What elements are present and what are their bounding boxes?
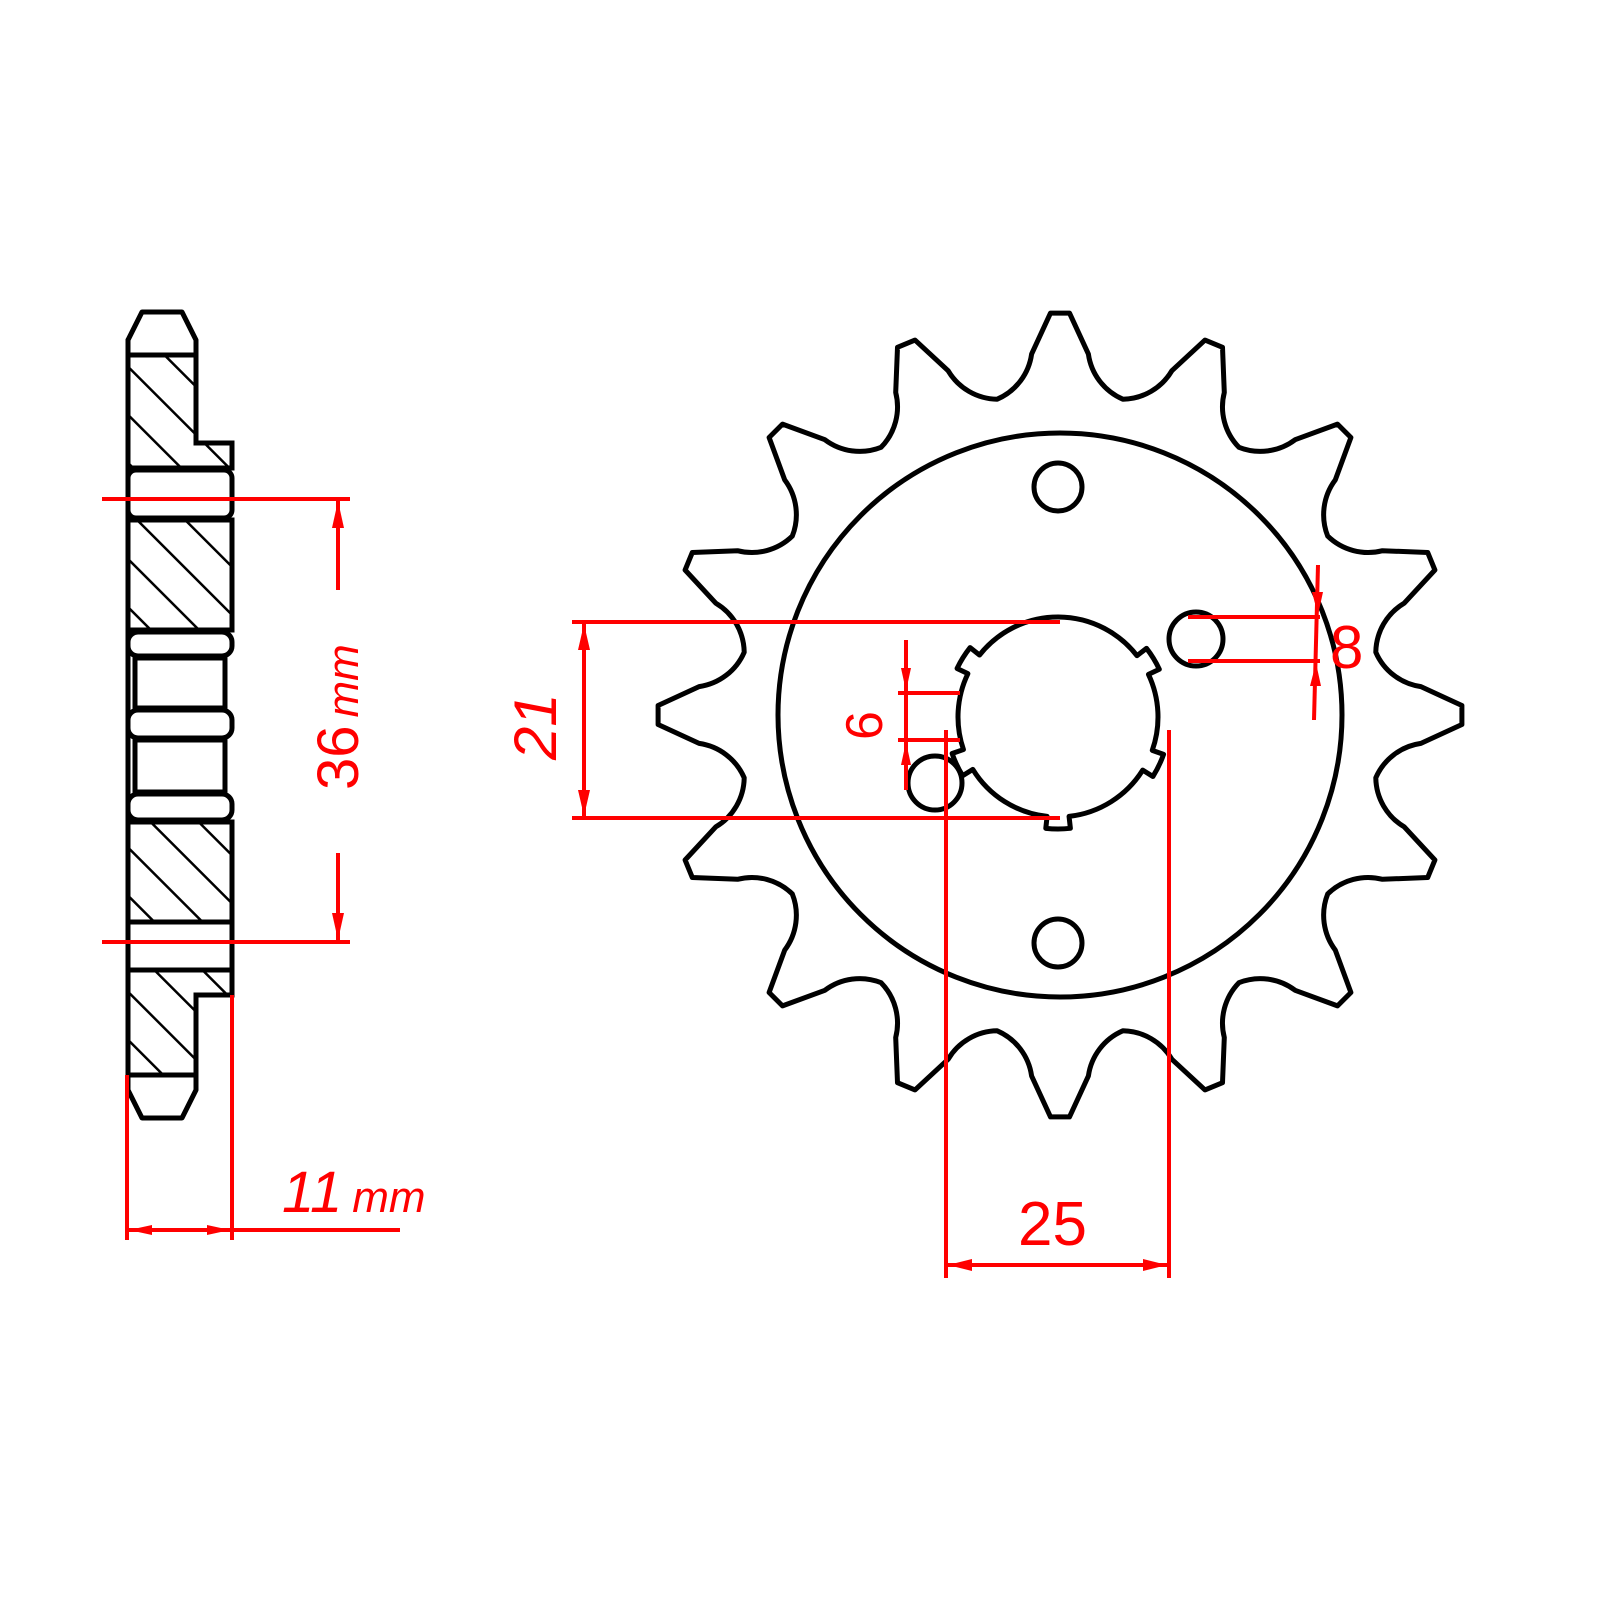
bolt-hole-bottom <box>1031 916 1085 970</box>
side-hatch-lower <box>125 967 235 1078</box>
dim-8: 8 <box>1188 564 1363 721</box>
dim-25-value: 25 <box>1018 1190 1087 1259</box>
side-window-1 <box>132 655 228 711</box>
front-view <box>655 310 1465 1120</box>
dim-6-value: 6 <box>836 711 894 740</box>
side-slot-5 <box>125 919 235 973</box>
svg-text:36mm: 36 mm <box>306 644 371 790</box>
dim-21: 21 <box>502 620 1060 820</box>
hub-circle <box>775 430 1345 1000</box>
side-window-2 <box>132 737 228 795</box>
side-tooth-bottom <box>125 1072 199 1121</box>
bolt-hole-top <box>1031 460 1085 514</box>
dim-36-unit: mm <box>319 644 368 717</box>
spline-bore <box>949 614 1167 832</box>
dim-25: 25 <box>944 730 1171 1278</box>
side-hatch-mid-upper <box>125 517 235 633</box>
side-slot-2 <box>125 629 235 659</box>
dim-36mm: 36 mm <box>102 497 371 944</box>
side-slot-1 <box>125 467 235 521</box>
dim-21-value: 21 <box>502 693 569 761</box>
side-hatch-upper <box>125 352 235 471</box>
dim-8-value: 8 <box>1330 614 1363 681</box>
sprocket-teeth-outline <box>655 310 1465 1120</box>
dim-36-value: 36 <box>306 725 371 790</box>
side-hatch-mid-lower <box>125 819 235 925</box>
side-slot-4 <box>125 791 235 823</box>
dim-11-unit: mm <box>352 1173 425 1222</box>
side-tooth-top <box>125 309 199 358</box>
dim-11-value: 11 <box>282 1160 342 1225</box>
side-view <box>125 309 235 1121</box>
pin-hole-right <box>1166 609 1226 669</box>
dim-6: 6 <box>836 640 960 790</box>
side-slot-3 <box>125 707 235 741</box>
